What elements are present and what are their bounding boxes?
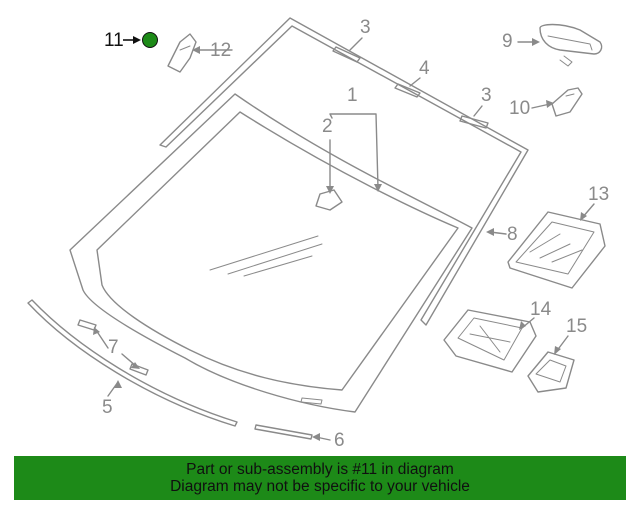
callout-1: 1 — [347, 85, 358, 106]
leaders-1 — [329, 113, 379, 189]
clip-3b — [459, 115, 489, 129]
leader-3b — [473, 105, 483, 117]
callout-8: 8 — [507, 224, 518, 245]
mirror-cover — [551, 87, 583, 117]
callout-5: 5 — [102, 397, 113, 418]
leader-3a — [349, 37, 363, 51]
callout-9: 9 — [502, 31, 513, 52]
banner-line-2: Diagram may not be specific to your vehi… — [170, 478, 470, 495]
callout-10: 10 — [509, 98, 531, 119]
sensor-bracket — [315, 189, 343, 211]
info-banner: Part or sub-assembly is #11 in diagram D… — [14, 456, 626, 500]
callout-15: 15 — [566, 316, 588, 337]
callout-13: 13 — [588, 184, 610, 205]
windshield-outer — [69, 93, 473, 413]
clip-7b — [129, 363, 149, 376]
bracket-cover — [167, 33, 197, 73]
rear-mirror — [539, 23, 603, 55]
part-11-marker — [123, 32, 158, 48]
clip-3a — [332, 46, 361, 63]
callout-6: 6 — [334, 430, 345, 451]
lower-molding — [27, 299, 238, 427]
callout-7: 7 — [108, 337, 119, 358]
clip-7a — [77, 319, 97, 331]
camera-bracket — [507, 211, 606, 289]
clip-4 — [394, 83, 421, 98]
callout-12: 12 — [210, 40, 232, 61]
windshield-tab — [300, 397, 323, 405]
upper-molding-strip — [159, 17, 529, 326]
callout-4: 4 — [419, 58, 430, 79]
callout-14: 14 — [530, 299, 552, 320]
banner-line-1: Part or sub-assembly is #11 in diagram — [186, 461, 454, 478]
callout-3a: 3 — [360, 17, 371, 38]
callout-2: 2 — [322, 116, 333, 137]
leader-4 — [409, 77, 421, 87]
bracket-14 — [443, 309, 537, 373]
bracket-15 — [527, 351, 575, 393]
callout-11: 11 — [104, 30, 124, 51]
glass-reflection — [209, 235, 323, 277]
callout-3b: 3 — [481, 85, 492, 106]
strip-6 — [254, 424, 313, 440]
windshield-inner — [96, 111, 459, 391]
